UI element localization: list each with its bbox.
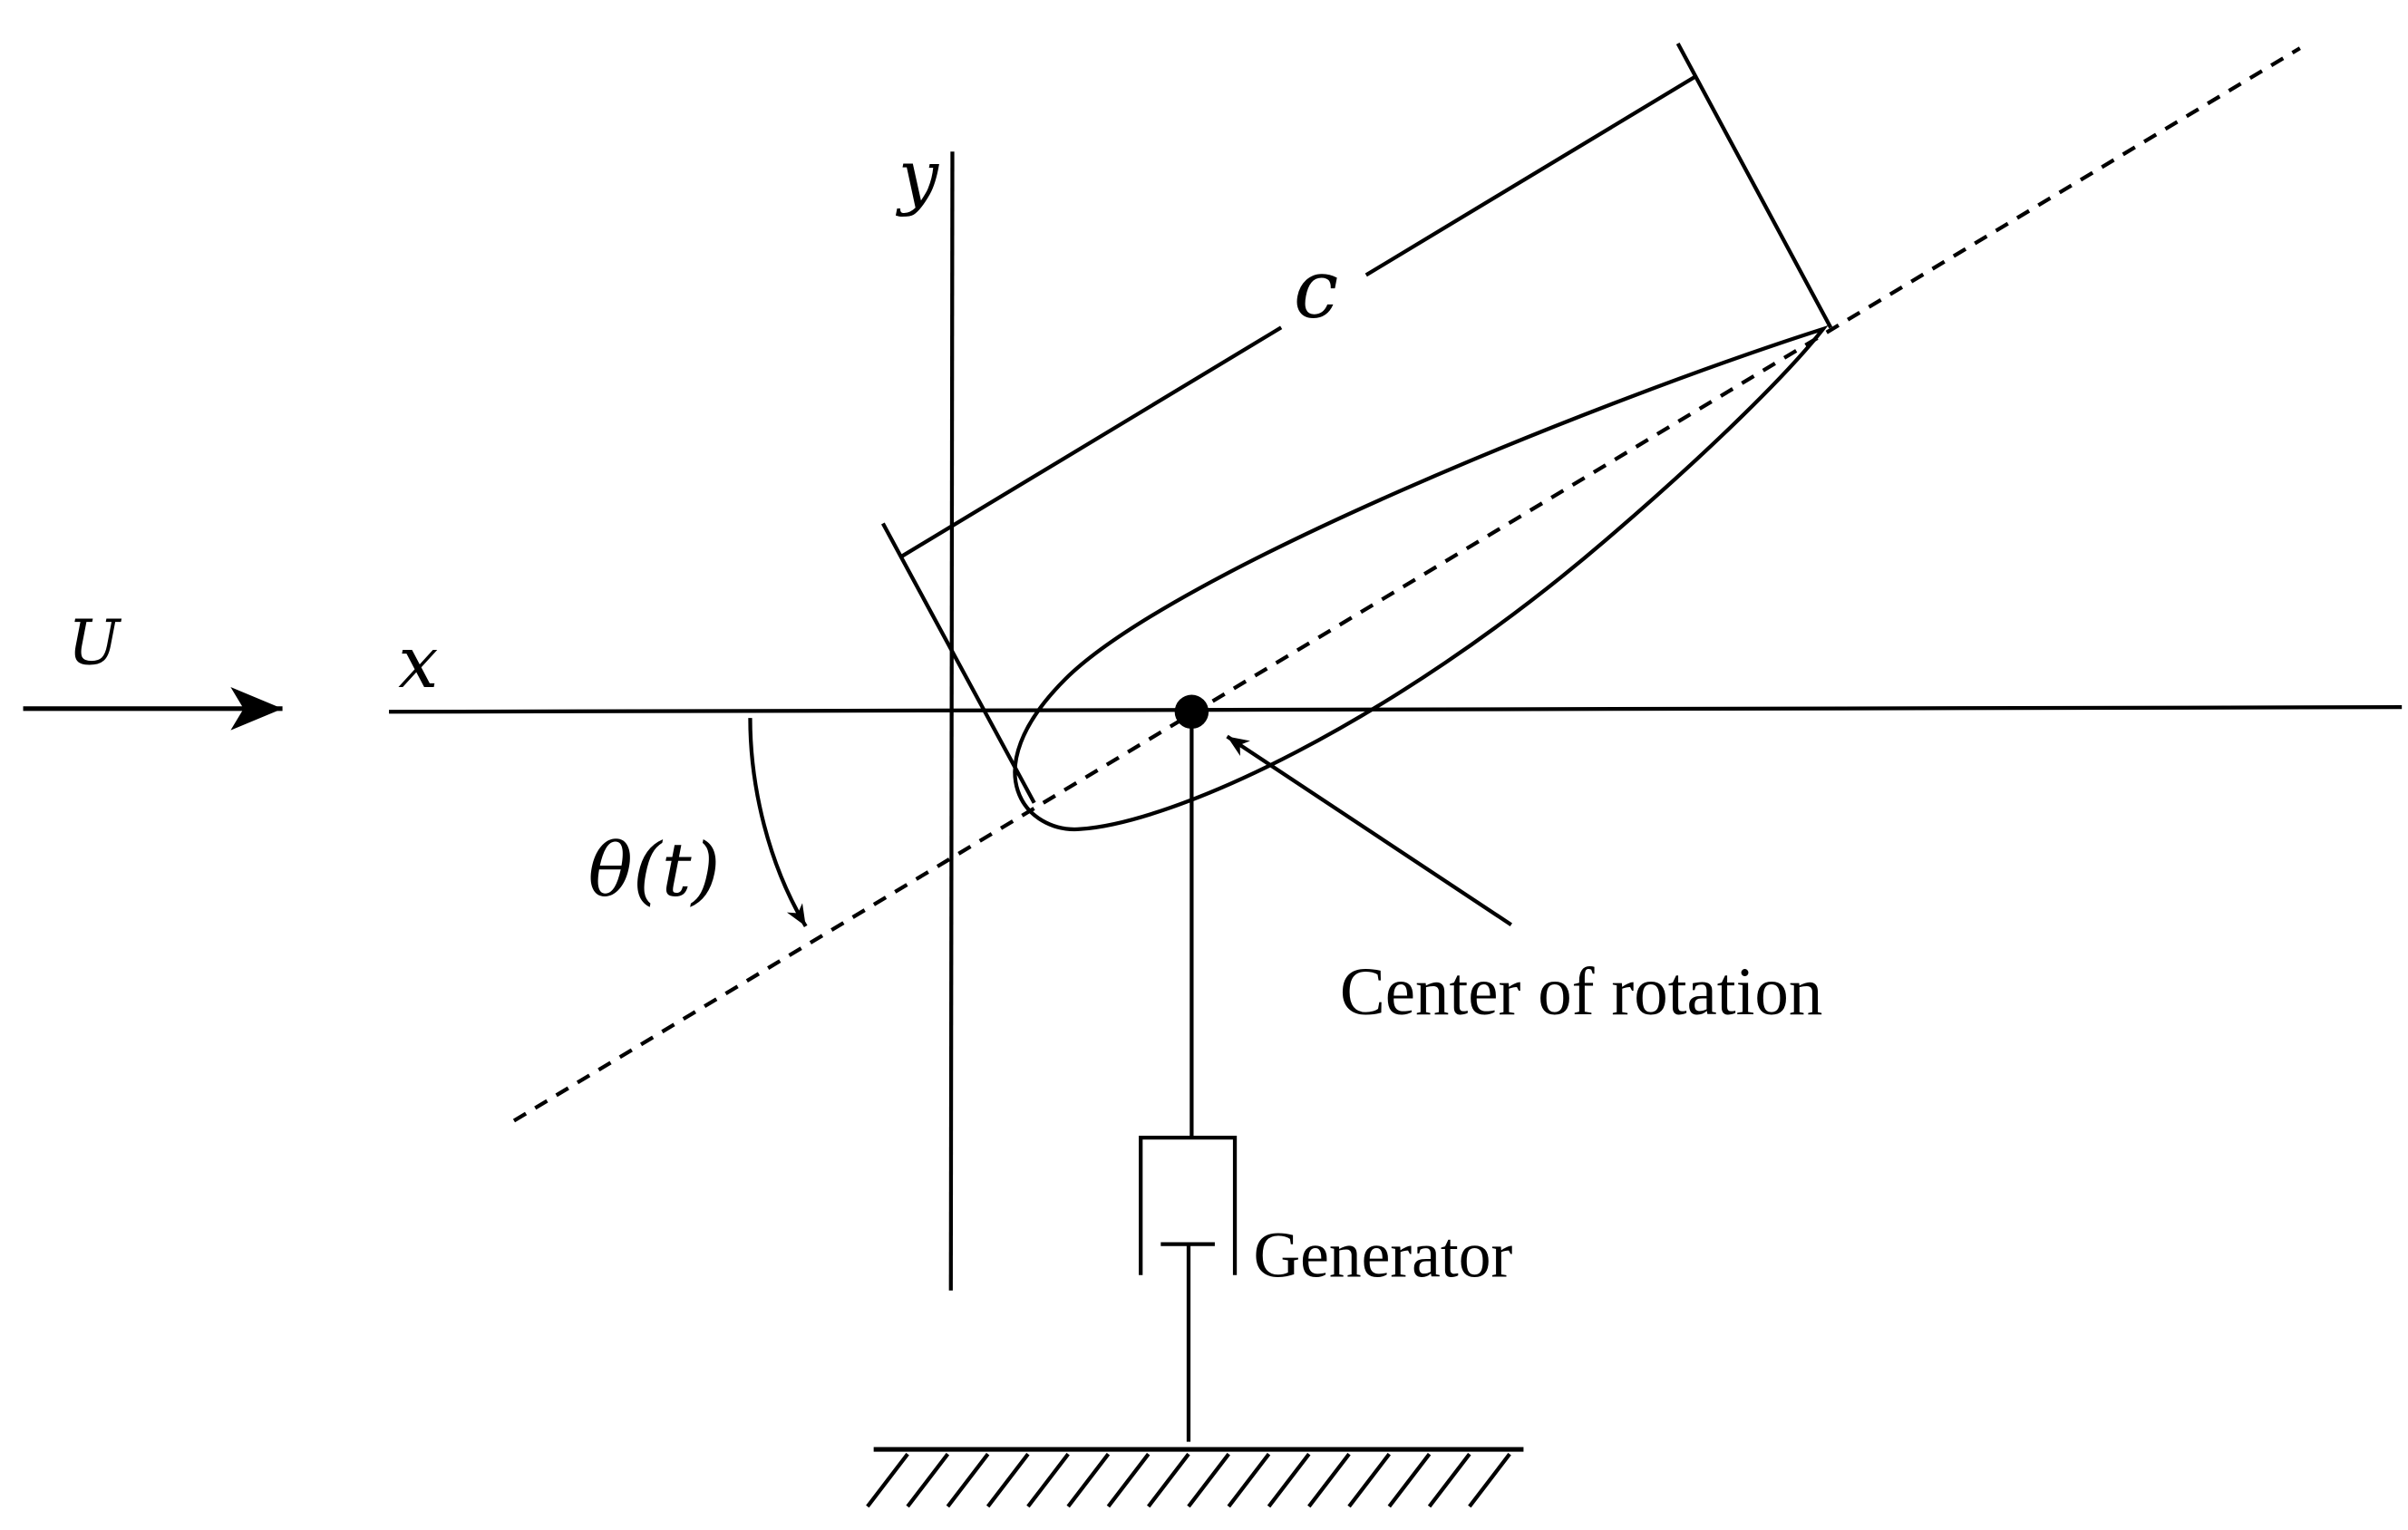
ground-hatch-mark xyxy=(1147,1452,1190,1508)
generator-label: Generator xyxy=(1253,1219,1512,1291)
ground-hatch-mark xyxy=(946,1452,990,1508)
ground-hatch-mark xyxy=(1267,1452,1311,1508)
ground-hatch-mark xyxy=(866,1452,909,1508)
chord-extension-trailing xyxy=(1675,43,1833,329)
chord-dimension-line xyxy=(1364,73,1698,277)
ground-hatch-mark xyxy=(906,1452,950,1508)
center-label: Center of rotation xyxy=(1340,954,1823,1030)
chord-dimension-line xyxy=(898,325,1283,559)
ground-hatch-mark xyxy=(1187,1452,1230,1508)
ground-hatch-mark xyxy=(1307,1452,1351,1508)
chord-extension-leading xyxy=(880,522,1036,804)
x-axis xyxy=(389,705,2403,714)
ground-hatch-mark xyxy=(1468,1452,1511,1508)
ground-hatch-mark xyxy=(1066,1452,1111,1508)
airfoil xyxy=(1013,324,1829,831)
x-axis-label: x xyxy=(398,622,438,704)
ground-hatching xyxy=(866,1452,1511,1508)
angle-arrow xyxy=(748,718,808,928)
ground-hatch-mark xyxy=(1347,1452,1391,1508)
y-axis-label: y xyxy=(896,136,940,218)
ground-hatch-mark xyxy=(1026,1452,1070,1508)
center-pointer-arrow xyxy=(1226,734,1512,926)
chord-line xyxy=(512,46,2301,1123)
y-axis xyxy=(948,151,955,1291)
ground-hatch-mark xyxy=(1387,1452,1432,1508)
ground-hatch-mark xyxy=(986,1452,1030,1508)
ground-hatch-mark xyxy=(1106,1452,1151,1508)
generator-housing xyxy=(1139,1136,1238,1275)
ground-hatch-mark xyxy=(1427,1452,1471,1508)
angle-label: θ(t) xyxy=(588,828,721,914)
flow-label: U xyxy=(68,607,122,679)
ground-hatch-mark xyxy=(1227,1452,1271,1508)
chord-label: c xyxy=(1294,242,1339,335)
